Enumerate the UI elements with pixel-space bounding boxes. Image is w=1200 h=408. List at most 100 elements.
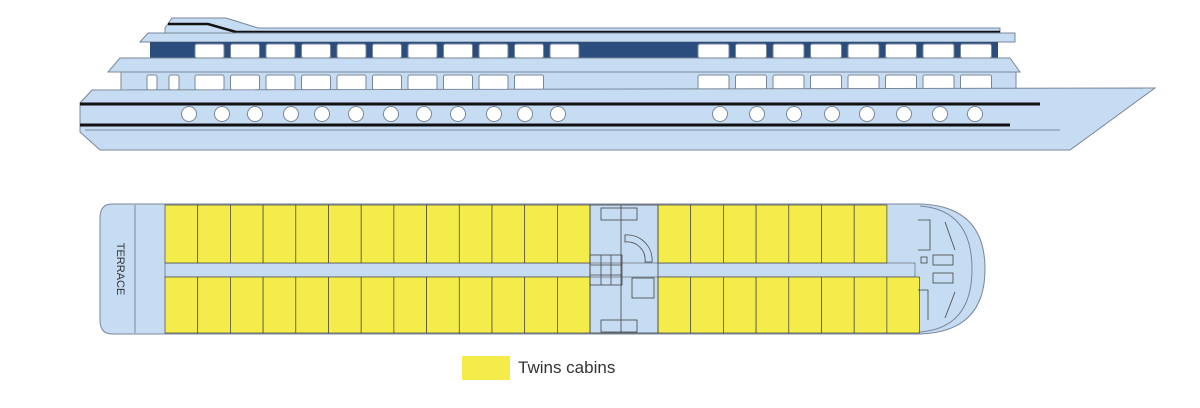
- upper-window: [960, 43, 992, 59]
- upper-window: [810, 43, 842, 59]
- porthole: [749, 106, 765, 122]
- porthole: [486, 106, 502, 122]
- upper-window: [443, 43, 473, 59]
- middle-window: [922, 74, 955, 91]
- porthole: [450, 106, 466, 122]
- twin-cabin: [491, 204, 526, 264]
- twin-cabin: [755, 204, 790, 264]
- middle-window: [230, 74, 260, 91]
- middle-window: [735, 74, 767, 91]
- twin-cabin: [426, 276, 460, 334]
- twin-cabin: [262, 204, 297, 264]
- upper-window: [265, 43, 296, 59]
- upper-window: [301, 43, 331, 59]
- twin-cabin: [788, 204, 822, 264]
- upper-window: [478, 43, 509, 59]
- twin-cabin: [360, 276, 395, 334]
- porthole: [712, 106, 728, 122]
- porthole: [859, 106, 875, 122]
- ship-side-view: [79, 17, 1157, 151]
- middle-window: [407, 74, 438, 91]
- twin-cabin: [262, 276, 297, 334]
- twin-cabin: [524, 204, 558, 264]
- twin-cabin: [164, 204, 199, 264]
- twin-cabin: [886, 276, 920, 334]
- middle-window: [514, 74, 544, 91]
- twin-cabin: [853, 204, 888, 264]
- twin-cabin: [723, 276, 757, 334]
- porthole: [824, 106, 840, 122]
- middle-window: [810, 74, 842, 91]
- twin-cabin: [491, 276, 526, 334]
- twin-cabin: [328, 204, 362, 264]
- middle-window: [772, 74, 805, 91]
- middle-window: [885, 74, 917, 91]
- porthole: [550, 106, 566, 122]
- middle-window: [372, 74, 402, 91]
- porthole: [348, 106, 364, 122]
- upper-window: [230, 43, 260, 59]
- bow-inner-line: [919, 205, 973, 333]
- middle-window: [478, 74, 509, 91]
- middle-window: [168, 74, 180, 91]
- hull: [79, 87, 1157, 151]
- porthole: [247, 106, 263, 122]
- upper-window: [772, 43, 805, 59]
- twin-cabin: [230, 276, 264, 334]
- twin-cabin: [657, 276, 692, 334]
- porthole: [517, 106, 533, 122]
- porthole: [967, 106, 983, 122]
- twin-cabin: [393, 204, 427, 264]
- porthole: [283, 106, 299, 122]
- porthole: [383, 106, 399, 122]
- twin-cabin: [853, 276, 888, 334]
- upper-window: [549, 43, 580, 59]
- porthole: [214, 106, 230, 122]
- wheelhouse-furniture: [918, 219, 956, 320]
- upper-roof: [138, 32, 1016, 43]
- twin-cabin: [197, 204, 231, 264]
- porthole: [932, 106, 948, 122]
- twin-cabin: [426, 204, 460, 264]
- corridor: [164, 262, 916, 278]
- twin-cabin: [690, 204, 724, 264]
- legend-swatch-twin-cabins: [462, 356, 510, 380]
- twin-cabin: [458, 276, 493, 334]
- middle-window: [443, 74, 473, 91]
- upper-window: [407, 43, 438, 59]
- twin-cabin: [755, 276, 790, 334]
- upper-window: [847, 43, 880, 59]
- legend-label: Twins cabins: [518, 358, 616, 377]
- twin-cabin: [723, 204, 757, 264]
- porthole: [896, 106, 912, 122]
- upper-window: [514, 43, 544, 59]
- middle-window: [960, 74, 992, 91]
- top-stripe: [168, 22, 1000, 34]
- porthole: [786, 106, 802, 122]
- twin-cabin: [788, 276, 822, 334]
- twin-cabin: [458, 204, 493, 264]
- middle-window: [265, 74, 296, 91]
- twin-cabin: [690, 276, 724, 334]
- porthole: [416, 106, 432, 122]
- porthole: [181, 106, 197, 122]
- twin-cabin: [557, 276, 591, 334]
- twin-cabin: [557, 204, 591, 264]
- deck-plan: TERRACE: [99, 203, 986, 335]
- middle-window: [146, 74, 158, 91]
- twin-cabin: [393, 276, 427, 334]
- twin-cabin: [295, 276, 329, 334]
- twin-cabin: [295, 204, 329, 264]
- twin-cabin: [360, 204, 395, 264]
- twin-cabin: [821, 276, 855, 334]
- middle-window: [301, 74, 331, 91]
- twin-cabin: [230, 204, 264, 264]
- upper-window: [194, 43, 225, 59]
- upper-window: [885, 43, 917, 59]
- upper-window: [735, 43, 767, 59]
- twin-cabin: [821, 204, 855, 264]
- middle-window: [336, 74, 367, 91]
- stair-area: [589, 204, 659, 334]
- middle-window: [697, 74, 730, 91]
